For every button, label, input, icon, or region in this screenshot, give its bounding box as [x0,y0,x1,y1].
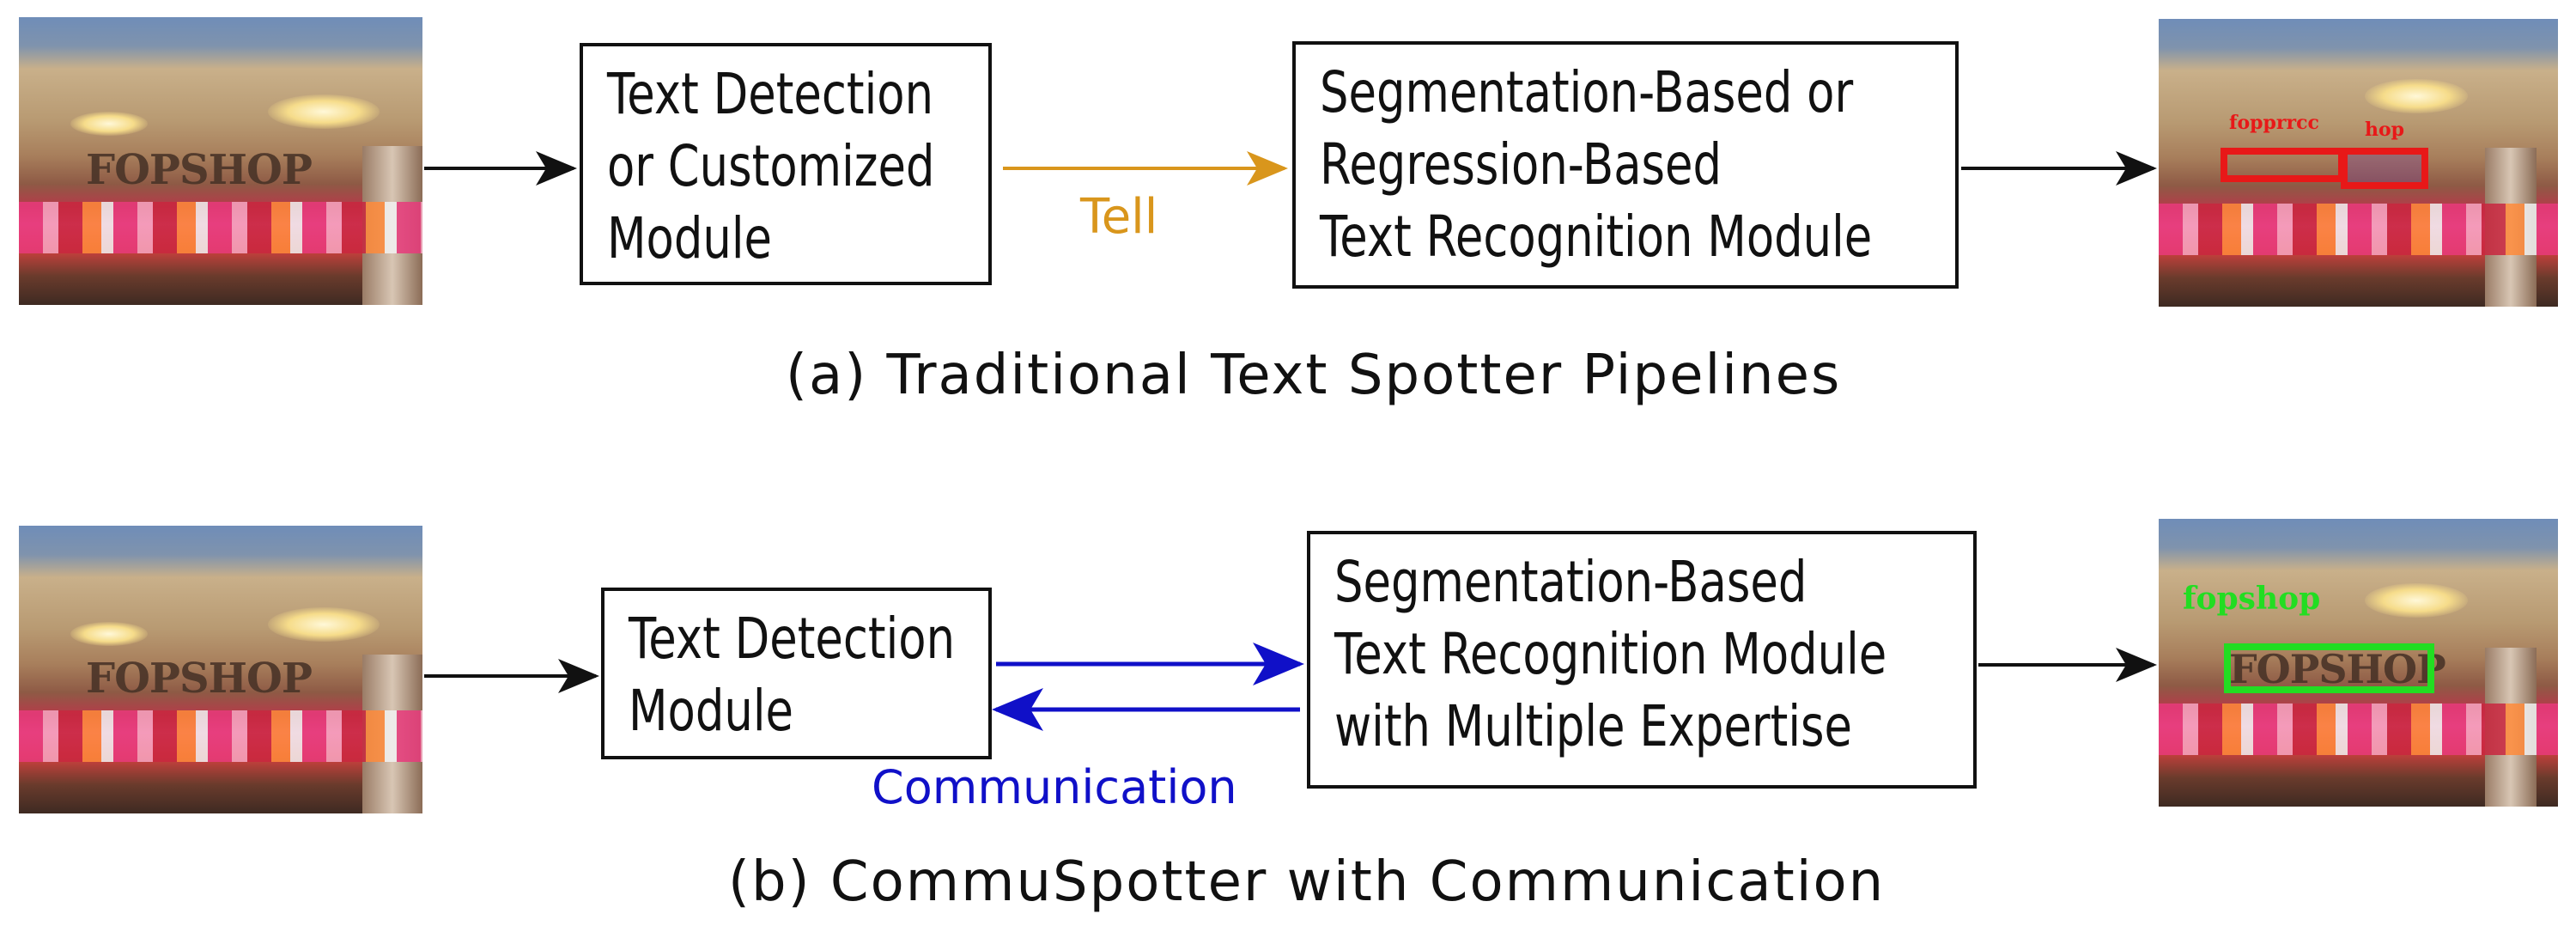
top-input-image: FOPSHOP [19,17,422,305]
top-detection-line: or Customized [607,133,935,199]
bottom-input-image: FOPSHOP [19,526,422,813]
store-sign-text: FOPSHOP [2229,646,2446,692]
store-shelf [2159,704,2558,755]
top-detection-module-text: Text Detection or Customized Module [607,58,934,275]
bottom-detection-line: Module [629,678,793,744]
ceiling-light [268,607,380,642]
tell-label: Tell [1080,189,1158,245]
bottom-recognition-line: with Multiple Expertise [1334,693,1852,759]
store-sign-text: FOPSHOP [86,146,313,194]
bottom-recognition-line: Text Recognition Module [1334,621,1887,687]
correct-recognition-word: fopshop [2183,581,2321,617]
ceiling-light [2365,583,2468,618]
top-recognition-module-box: Segmentation-Based or Regression-Based T… [1292,41,1959,289]
store-shelf [2159,204,2558,255]
top-recognition-line: Regression-Based [1320,131,1722,198]
top-detection-line: Module [607,205,772,271]
top-recognition-module-text: Segmentation-Based or Regression-Based T… [1320,57,1872,273]
caption-b: (b) CommuSpotter with Communication [728,850,1886,914]
caption-a: (a) Traditional Text Spotter Pipelines [786,344,1842,407]
bottom-recognition-module-box: Segmentation-Based Text Recognition Modu… [1307,531,1977,789]
ceiling-light [70,112,148,136]
bottom-recognition-line: Segmentation-Based [1334,549,1807,615]
ceiling-light [2365,79,2468,113]
ceiling-light [70,622,148,646]
wrong-detection-box [2341,148,2428,189]
wrong-recognition-word: fopprrcc [2229,112,2319,134]
communication-label: Communication [872,760,1237,814]
top-recognition-line: Text Recognition Module [1320,204,1873,270]
store-shelf [19,710,422,762]
bottom-detection-line: Text Detection [629,606,956,672]
store-shelf [19,202,422,253]
correct-detection-box [2224,643,2434,693]
top-output-image: fopprrcc hop [2159,19,2558,307]
bottom-detection-module-box: Text Detection Module [601,588,992,759]
top-detection-line: Text Detection [607,61,934,127]
top-detection-module-box: Text Detection or Customized Module [580,43,992,285]
top-recognition-line: Segmentation-Based or [1320,59,1854,125]
ceiling-light [268,94,380,129]
bottom-detection-module-text: Text Detection Module [629,603,955,747]
store-sign-text: FOPSHOP [86,655,313,703]
bottom-output-image: FOPSHOP fopshop [2159,519,2558,807]
wrong-recognition-word: hop [2365,119,2405,141]
bottom-recognition-module-text: Segmentation-Based Text Recognition Modu… [1334,546,1886,763]
